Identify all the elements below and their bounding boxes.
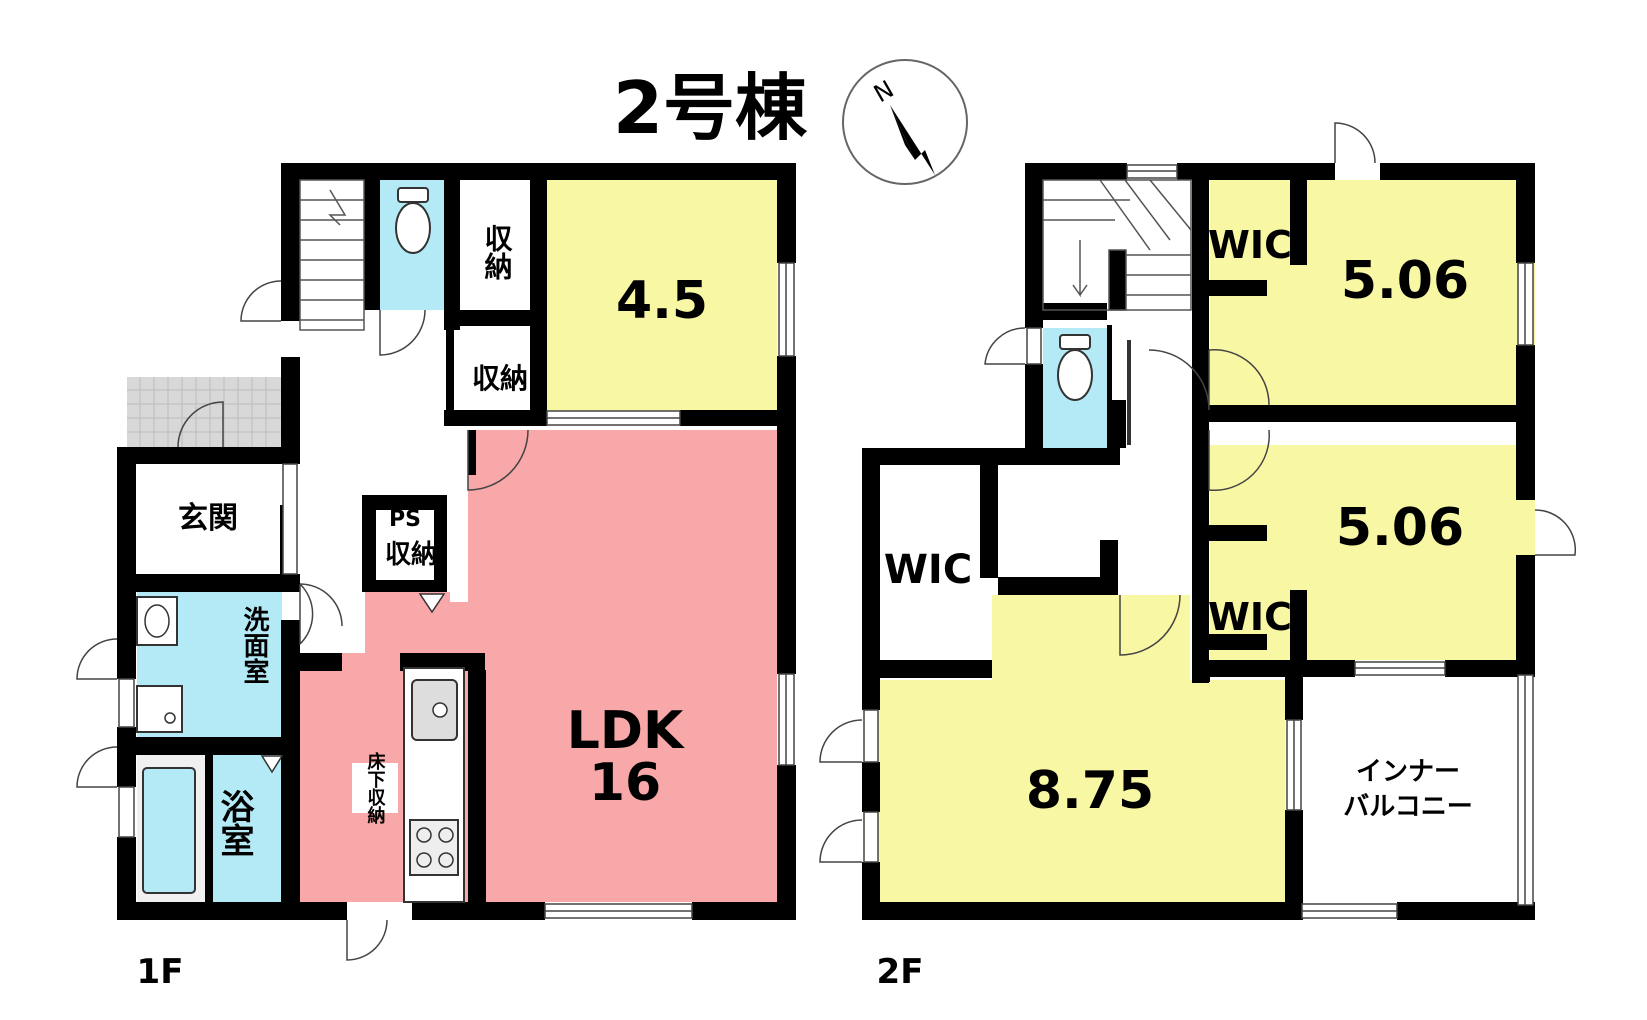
bath-label: 浴室 [214, 789, 254, 857]
bathtub [142, 767, 196, 894]
western-room-size: 4.5 [616, 271, 708, 331]
stove-icon [409, 819, 459, 876]
bedroom-main [877, 595, 1285, 902]
porch-tile [127, 377, 281, 447]
ldk-label: LDK [567, 701, 685, 761]
washing-machine-icon [136, 685, 183, 733]
wic-mid-label: WIC [1208, 595, 1292, 639]
floor1-walls [117, 163, 796, 920]
bedroom-mid [1210, 445, 1535, 660]
floor1-labels: 4.5 LDK 16 収納 収納 PS 収納 玄関 洗面室 浴室 床下収納 1F [137, 224, 709, 992]
inner-balcony-label-2: バルコニー [1343, 792, 1472, 822]
bedroom-top-size: 5.06 [1341, 251, 1469, 311]
floor2-labels: 5.06 5.06 8.75 WIC WIC WIC インナー バルコニー 2F [877, 223, 1473, 992]
inner-balcony-label-1: インナー [1356, 757, 1460, 787]
floor1-fixtures [136, 187, 465, 903]
kitchen-counter [403, 667, 465, 903]
stairs-2f [1042, 179, 1192, 311]
ldk-size: 16 [589, 753, 661, 813]
underfloor-storage-label: 床下収納 [365, 751, 386, 824]
entrance-label: 玄関 [178, 501, 238, 536]
storage-top-label: 収納 [481, 224, 514, 280]
compass-icon: N [842, 59, 968, 185]
storage-ps-label: 収納 [385, 539, 437, 570]
washroom-label: 洗面室 [239, 606, 269, 684]
floor2-label: 2F [877, 952, 924, 992]
floor2-fixtures [1057, 334, 1131, 445]
wic-top-label: WIC [1208, 223, 1292, 267]
western-room-4-5 [547, 180, 777, 412]
bedroom-mid-size: 5.06 [1336, 498, 1464, 558]
stairs-1f [299, 179, 365, 331]
bedroom-main-size: 8.75 [1026, 761, 1154, 821]
floor2-walls [862, 163, 1535, 920]
ps-label: PS [389, 507, 421, 532]
sink-icon [136, 596, 178, 646]
wic-left-label: WIC [884, 547, 972, 593]
toilet-2f-icon [1057, 334, 1093, 401]
storage-mid-label: 収納 [472, 362, 528, 395]
floor2-fills [877, 180, 1535, 902]
bath-floor [205, 755, 282, 902]
floor1-label: 1F [137, 952, 184, 992]
floor2-openings [819, 122, 1577, 919]
floor1-openings [76, 262, 795, 961]
toilet-icon [395, 187, 431, 254]
building-title: 2号棟 [613, 66, 808, 150]
